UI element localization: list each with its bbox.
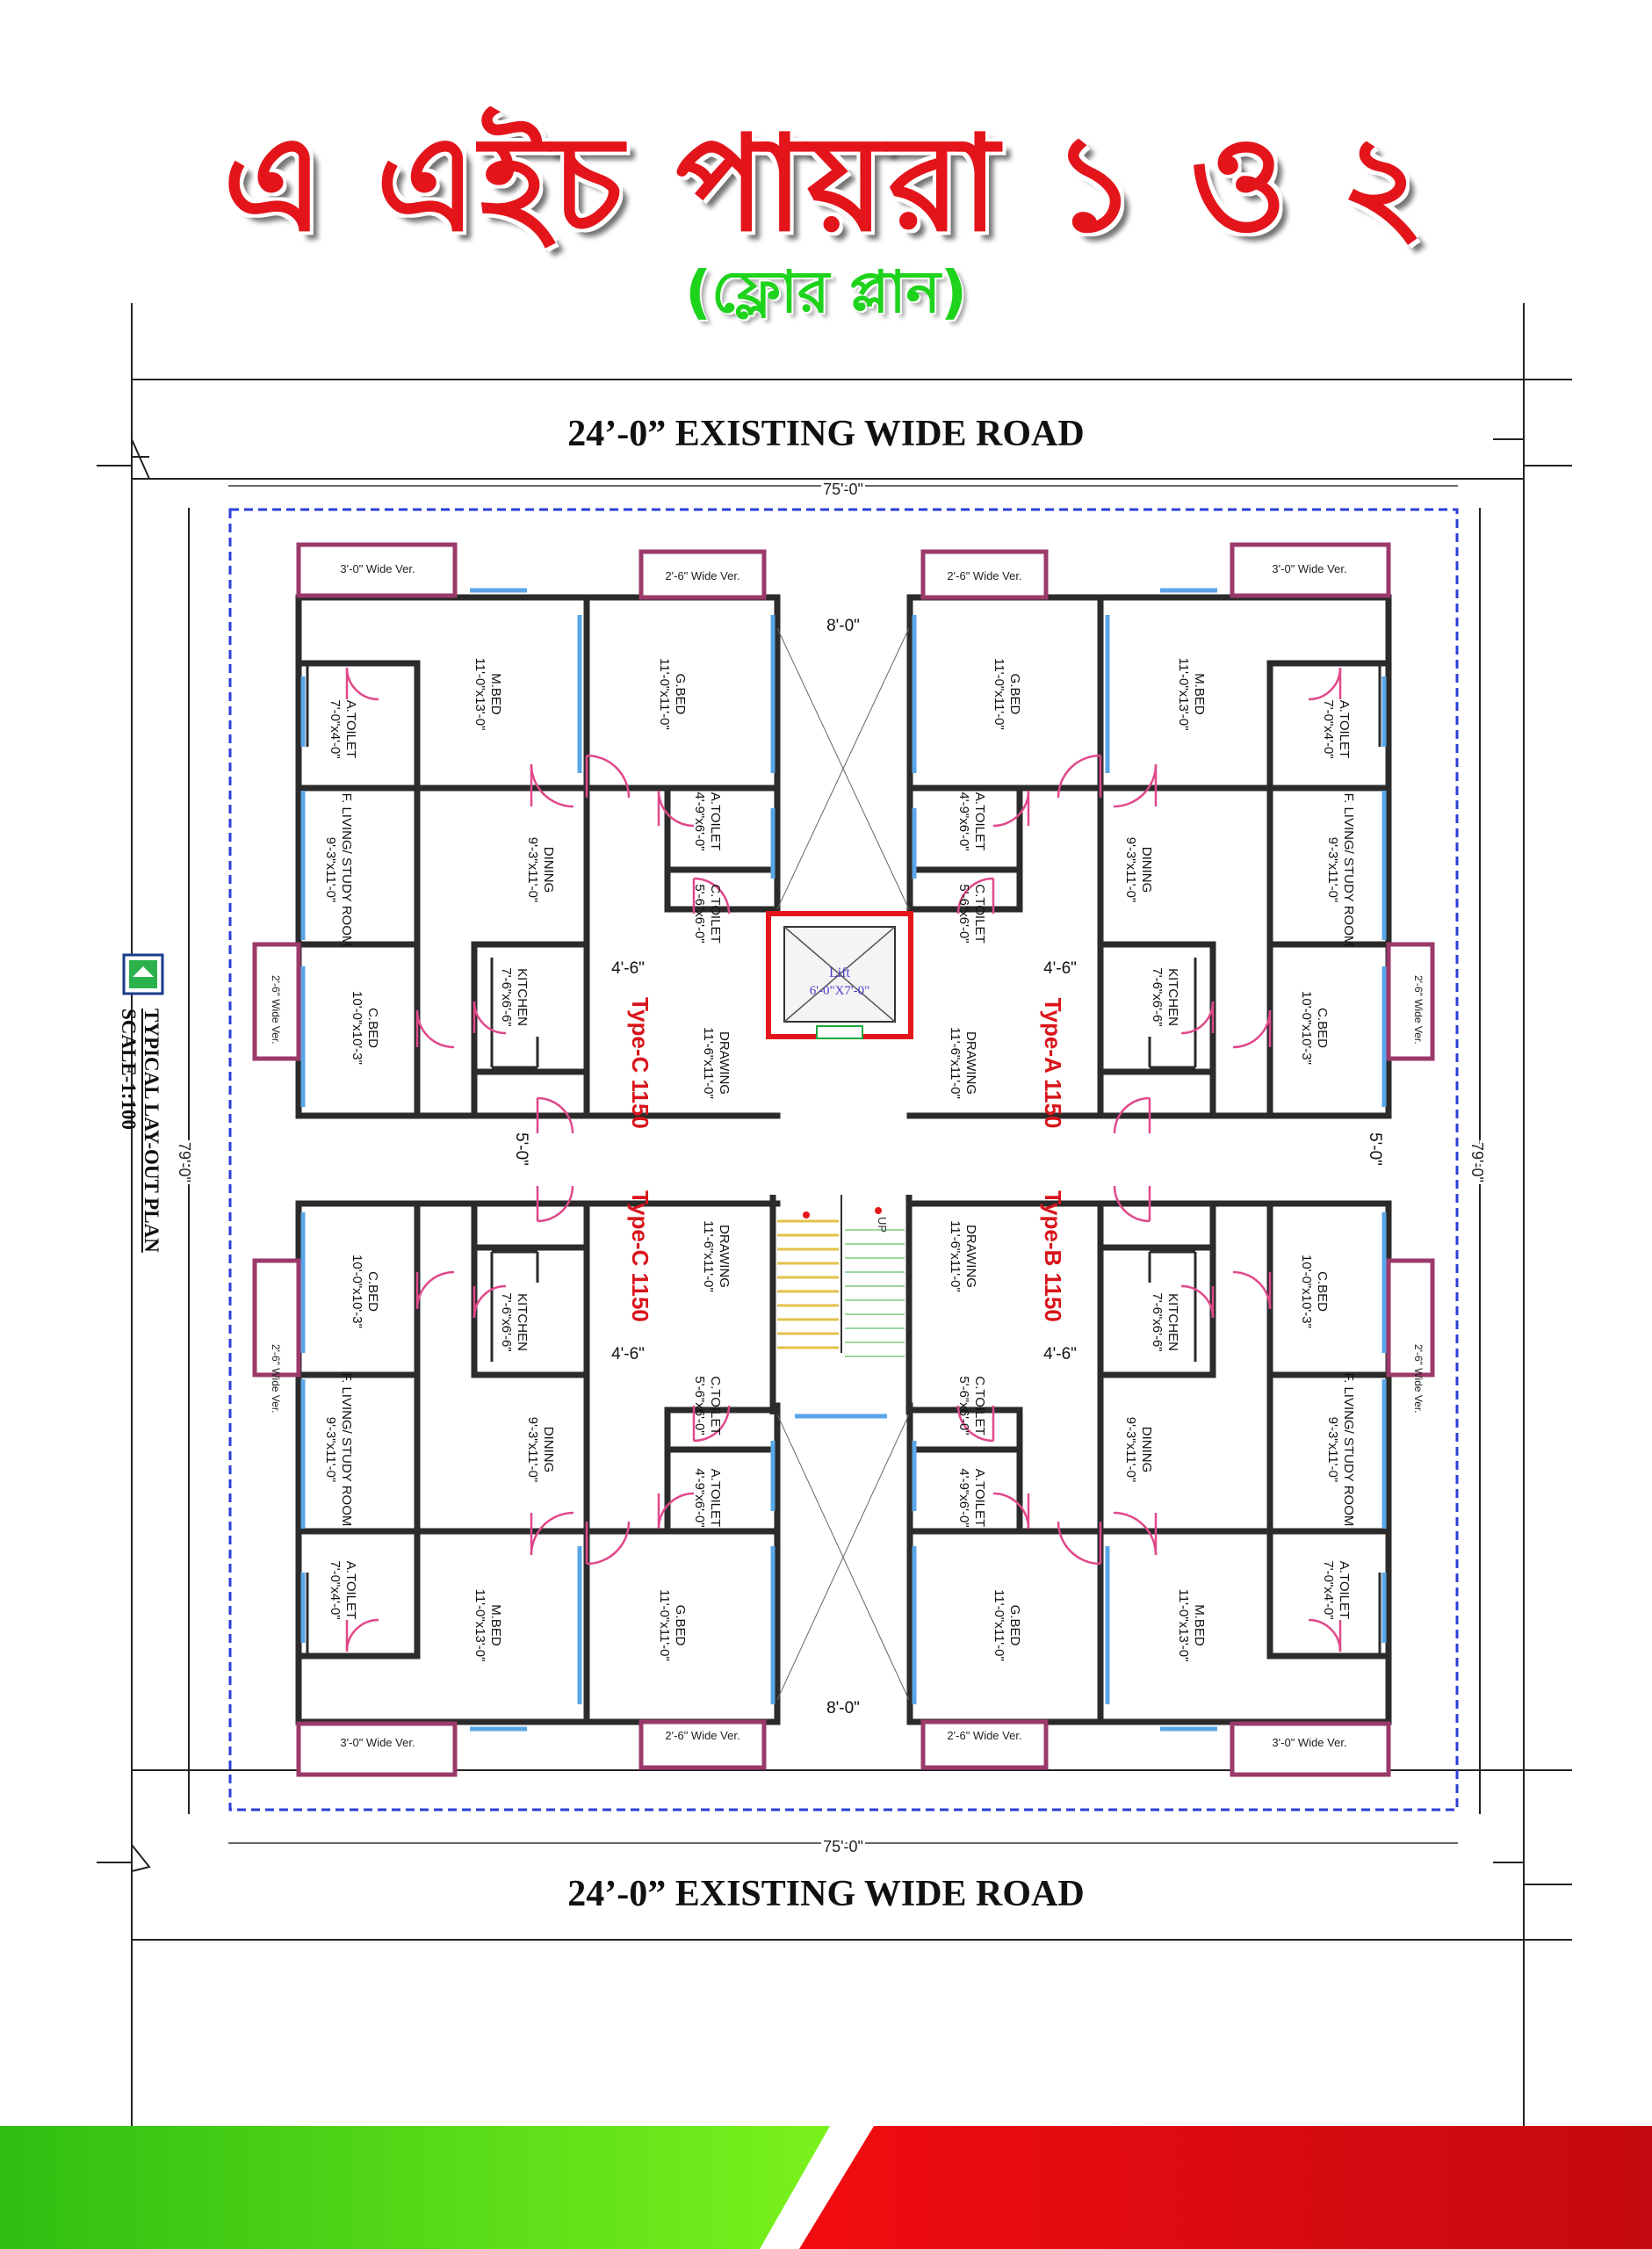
room-label: C.BED10'-0"x10'-3" — [350, 991, 380, 1065]
room-label: KITCHEN7'-6"x6'-6" — [1150, 1292, 1180, 1351]
room-label: C.TOILET5'-6"x6'-0" — [956, 1376, 987, 1435]
room-label: A.TOILET7'-0"x4'-0" — [328, 699, 358, 758]
room-label: DINING9'-3"x11'-0" — [525, 837, 556, 902]
dim-width-top: 75'-0" — [823, 481, 863, 498]
room-label: DRAWING11'-6"x11'-0" — [948, 1027, 978, 1099]
unit-type-br: Type-B 1150 — [1040, 1190, 1066, 1322]
room-label: KITCHEN7'-6"x6'-6" — [1150, 967, 1180, 1026]
room-label: G.BED11'-0"x11'-0" — [992, 1589, 1022, 1661]
veranda-label: 2'-6" Wide Ver. — [947, 569, 1021, 582]
unit-type-bl: Type-C 1150 — [627, 1190, 653, 1322]
dim-passage-bl: 4'-6" — [611, 1345, 645, 1363]
room-label: DINING9'-3"x11'-0" — [1123, 837, 1154, 902]
veranda-label: 3'-0" Wide Ver. — [340, 1736, 415, 1749]
veranda-label: 2'-6" Wide Ver. — [947, 1729, 1021, 1742]
dim-depth-left: 79'-0" — [176, 1142, 193, 1182]
dim-gap-top: 8'-0" — [826, 617, 860, 635]
stair-up-label: UP — [876, 1217, 889, 1233]
road-label-bottom: 24’-0” EXISTING WIDE ROAD — [567, 1874, 1085, 1914]
room-label: M.BED11'-0"x13'-0" — [473, 1589, 503, 1662]
room-label: DRAWING11'-6"x11'-0" — [701, 1220, 732, 1292]
room-label: C.TOILET5'-6"x6'-0" — [956, 884, 987, 943]
veranda-label: 2'-6" Wide Ver. — [1412, 975, 1425, 1045]
room-label: A.TOILET7'-0"x4'-0" — [328, 1560, 358, 1619]
dim-light-well-left: 5'-0" — [512, 1132, 530, 1166]
core-area: Lift 6'-0"X7'-0" UP — [766, 627, 913, 1701]
staircase — [777, 1219, 905, 1357]
room-label: G.BED11'-0"x11'-0" — [657, 1589, 688, 1661]
dim-light-well-right: 5'-0" — [1366, 1132, 1384, 1166]
room-label: KITCHEN7'-6"x6'-6" — [499, 967, 530, 1026]
room-label: C.BED10'-0"x10'-3" — [350, 1255, 380, 1328]
room-label: F. LIVING/ STUDY ROOM9'-3"x11'-0" — [323, 793, 354, 947]
veranda-label: 3'-0" Wide Ver. — [1272, 562, 1346, 575]
room-label: F. LIVING/ STUDY ROOM9'-3"x11'-0" — [1325, 793, 1356, 947]
room-label: A.TOILET4'-9"x6'-0" — [692, 1468, 723, 1527]
veranda-label: 3'-0" Wide Ver. — [340, 562, 415, 575]
dim-passage-tr: 4'-6" — [1043, 959, 1077, 978]
dim-width-bottom: 75'-0" — [823, 1838, 863, 1855]
rajuk-logo — [122, 953, 164, 995]
veranda-label: 2'-6" Wide Ver. — [270, 975, 282, 1045]
room-label: A.TOILET4'-9"x6'-0" — [956, 1468, 987, 1527]
room-label: G.BED11'-0"x11'-0" — [657, 658, 688, 730]
room-label: M.BED11'-0"x13'-0" — [1176, 1589, 1207, 1662]
layout-plan-title: TYPICAL LAY-OUT PLAN — [141, 1009, 162, 1253]
road-label-top: 24’-0” EXISTING WIDE ROAD — [567, 414, 1085, 454]
room-label: C.BED10'-0"x10'-3" — [1299, 991, 1330, 1065]
room-label: M.BED11'-0"x13'-0" — [1176, 658, 1207, 731]
room-label: F. LIVING/ STUDY ROOM9'-3"x11'-0" — [323, 1373, 354, 1527]
unit-top-left: 3'-0" Wide Ver. 2'-6" Wide Ver. 2'-6" Wide… — [252, 542, 781, 1134]
veranda-label: 2'-6" Wide Ver. — [270, 1344, 282, 1414]
room-label: DRAWING11'-6"x11'-0" — [948, 1220, 978, 1292]
veranda-label: 2'-6" Wide Ver. — [1412, 1344, 1425, 1414]
plot-boundary — [228, 508, 1459, 1811]
dim-depth-right: 79'-0" — [1468, 1142, 1486, 1182]
room-label: C.TOILET5'-6"x6'-0" — [692, 884, 723, 943]
unit-bottom-left: 3'-0" Wide Ver. 2'-6" Wide Ver. 2'-6" Wide… — [252, 1185, 781, 1777]
room-label: C.TOILET5'-6"x6'-0" — [692, 1376, 723, 1435]
room-label: A.TOILET4'-9"x6'-0" — [956, 792, 987, 850]
room-label: A.TOILET4'-9"x6'-0" — [692, 792, 723, 850]
project-title: এ এইচ পায়রা ১ ও ২ — [222, 108, 1430, 261]
unit-bottom-right: 3'-0" Wide Ver. 2'-6" Wide Ver. 2'-6" Wide… — [906, 1185, 1435, 1777]
layout-plan-label: TYPICAL LAY-OUT PLAN SCALE-1:100 — [117, 1009, 162, 1253]
lift-label: Lift — [829, 965, 851, 980]
dim-passage-br: 4'-6" — [1043, 1345, 1077, 1363]
unit-top-right: 3'-0" Wide Ver. 2'-6" Wide Ver. 2'-6" Wide… — [906, 542, 1435, 1134]
room-label: KITCHEN7'-6"x6'-6" — [499, 1292, 530, 1351]
room-label: A.TOILET7'-0"x4'-0" — [1321, 699, 1352, 758]
unit-type-tl: Type-C 1150 — [627, 997, 653, 1129]
room-label: DINING9'-3"x11'-0" — [525, 1417, 556, 1482]
veranda-label: 2'-6" Wide Ver. — [665, 1729, 739, 1742]
room-label: G.BED11'-0"x11'-0" — [992, 658, 1022, 730]
lift-size: 6'-0"X7'-0" — [810, 984, 869, 998]
project-subtitle: (ফ্লোর প্লান) — [684, 258, 968, 326]
room-label: DRAWING11'-6"x11'-0" — [701, 1027, 732, 1099]
layout-plan-scale: SCALE-1:100 — [118, 1009, 140, 1131]
veranda-label: 3'-0" Wide Ver. — [1272, 1736, 1346, 1749]
veranda-label: 2'-6" Wide Ver. — [665, 569, 739, 582]
dim-passage-tl: 4'-6" — [611, 959, 645, 978]
unit-type-tr: Type-A 1150 — [1040, 998, 1066, 1129]
dim-gap-bottom: 8'-0" — [826, 1699, 860, 1717]
room-label: F. LIVING/ STUDY ROOM9'-3"x11'-0" — [1325, 1373, 1356, 1527]
room-label: M.BED11'-0"x13'-0" — [473, 658, 503, 731]
room-label: C.BED10'-0"x10'-3" — [1299, 1255, 1330, 1328]
footer-band — [0, 2126, 1652, 2249]
room-label: A.TOILET7'-0"x4'-0" — [1321, 1560, 1352, 1619]
room-label: DINING9'-3"x11'-0" — [1123, 1417, 1154, 1482]
